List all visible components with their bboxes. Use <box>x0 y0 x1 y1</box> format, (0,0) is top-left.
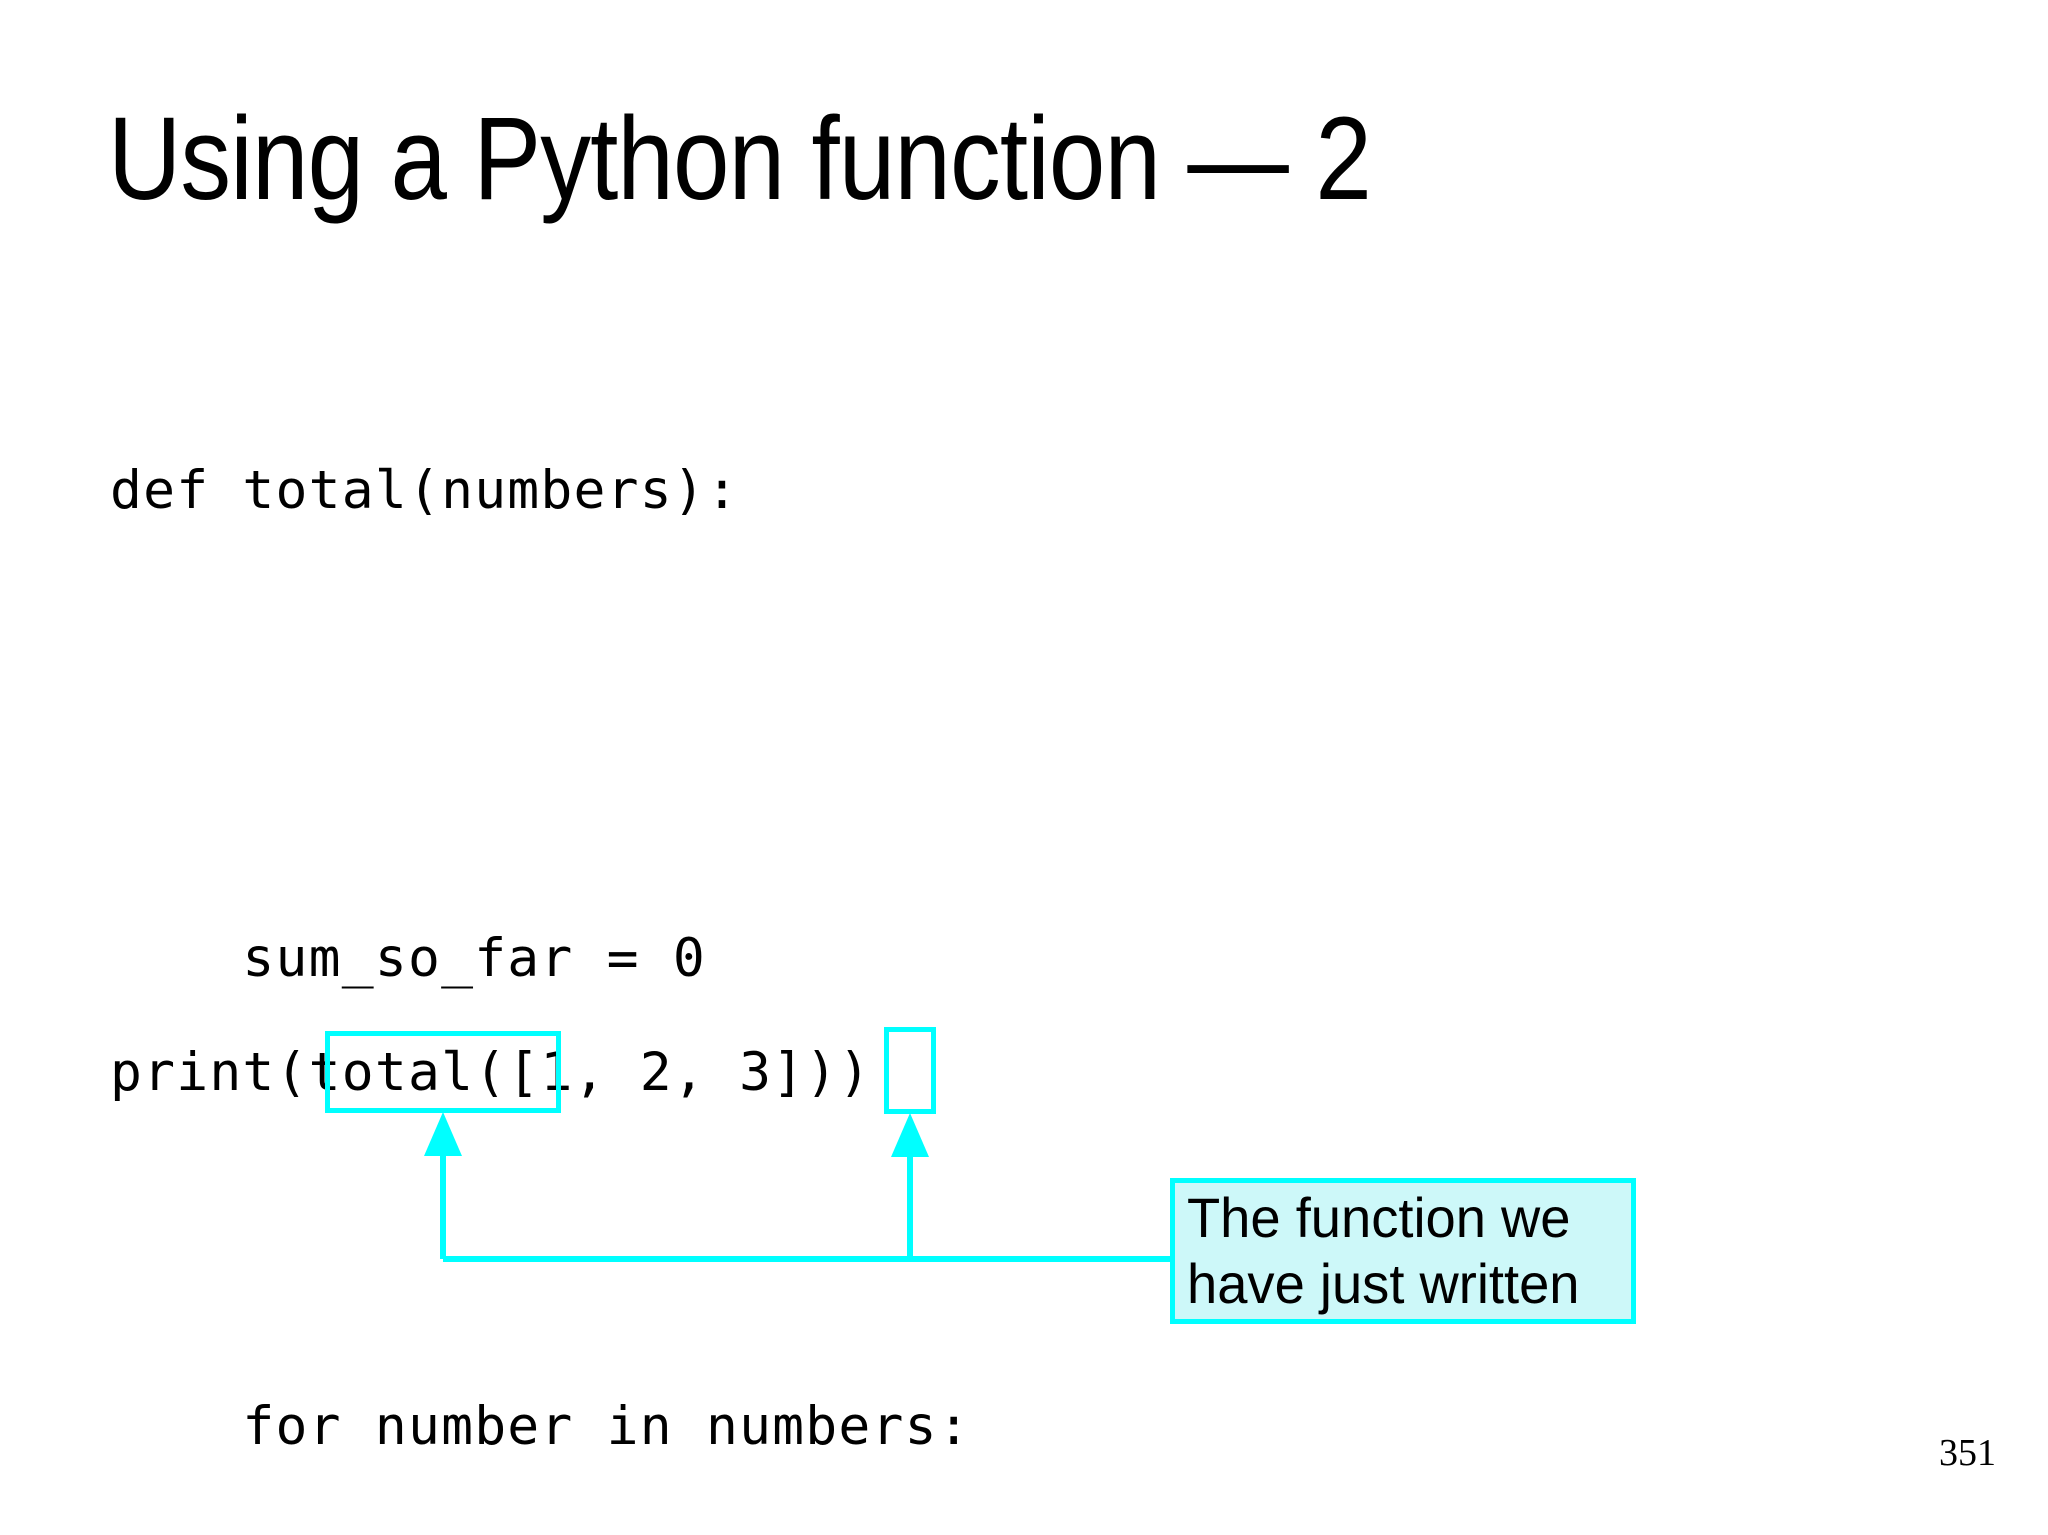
page-title: Using a Python function — 2 <box>108 93 1372 225</box>
list-argument-text: [1, 2, 3] <box>507 1042 806 1103</box>
callout-note-line-1: The function we <box>1187 1186 1571 1249</box>
inner-close-paren-text: ) <box>805 1042 839 1103</box>
callout-note: The function we have just written <box>1170 1178 1636 1324</box>
callout-note-line-2: have just written <box>1187 1252 1580 1315</box>
page-number: 351 <box>1939 1432 1996 1474</box>
code-line-print-statement: print(total([1, 2, 3])) <box>110 1034 872 1112</box>
code-line: for number in numbers: <box>110 1396 971 1457</box>
code-line <box>110 686 1037 764</box>
code-line: sum_so_far = 0 <box>110 928 706 989</box>
outer-close-paren-text: ) <box>838 1042 872 1103</box>
print-keyword: print( <box>110 1042 309 1103</box>
total-call-text: total( <box>308 1042 508 1103</box>
code-line: def total(numbers): <box>110 460 740 521</box>
code-line <box>110 1154 1037 1232</box>
code-block: def total(numbers): sum_so_far = 0 for n… <box>110 296 1037 1535</box>
